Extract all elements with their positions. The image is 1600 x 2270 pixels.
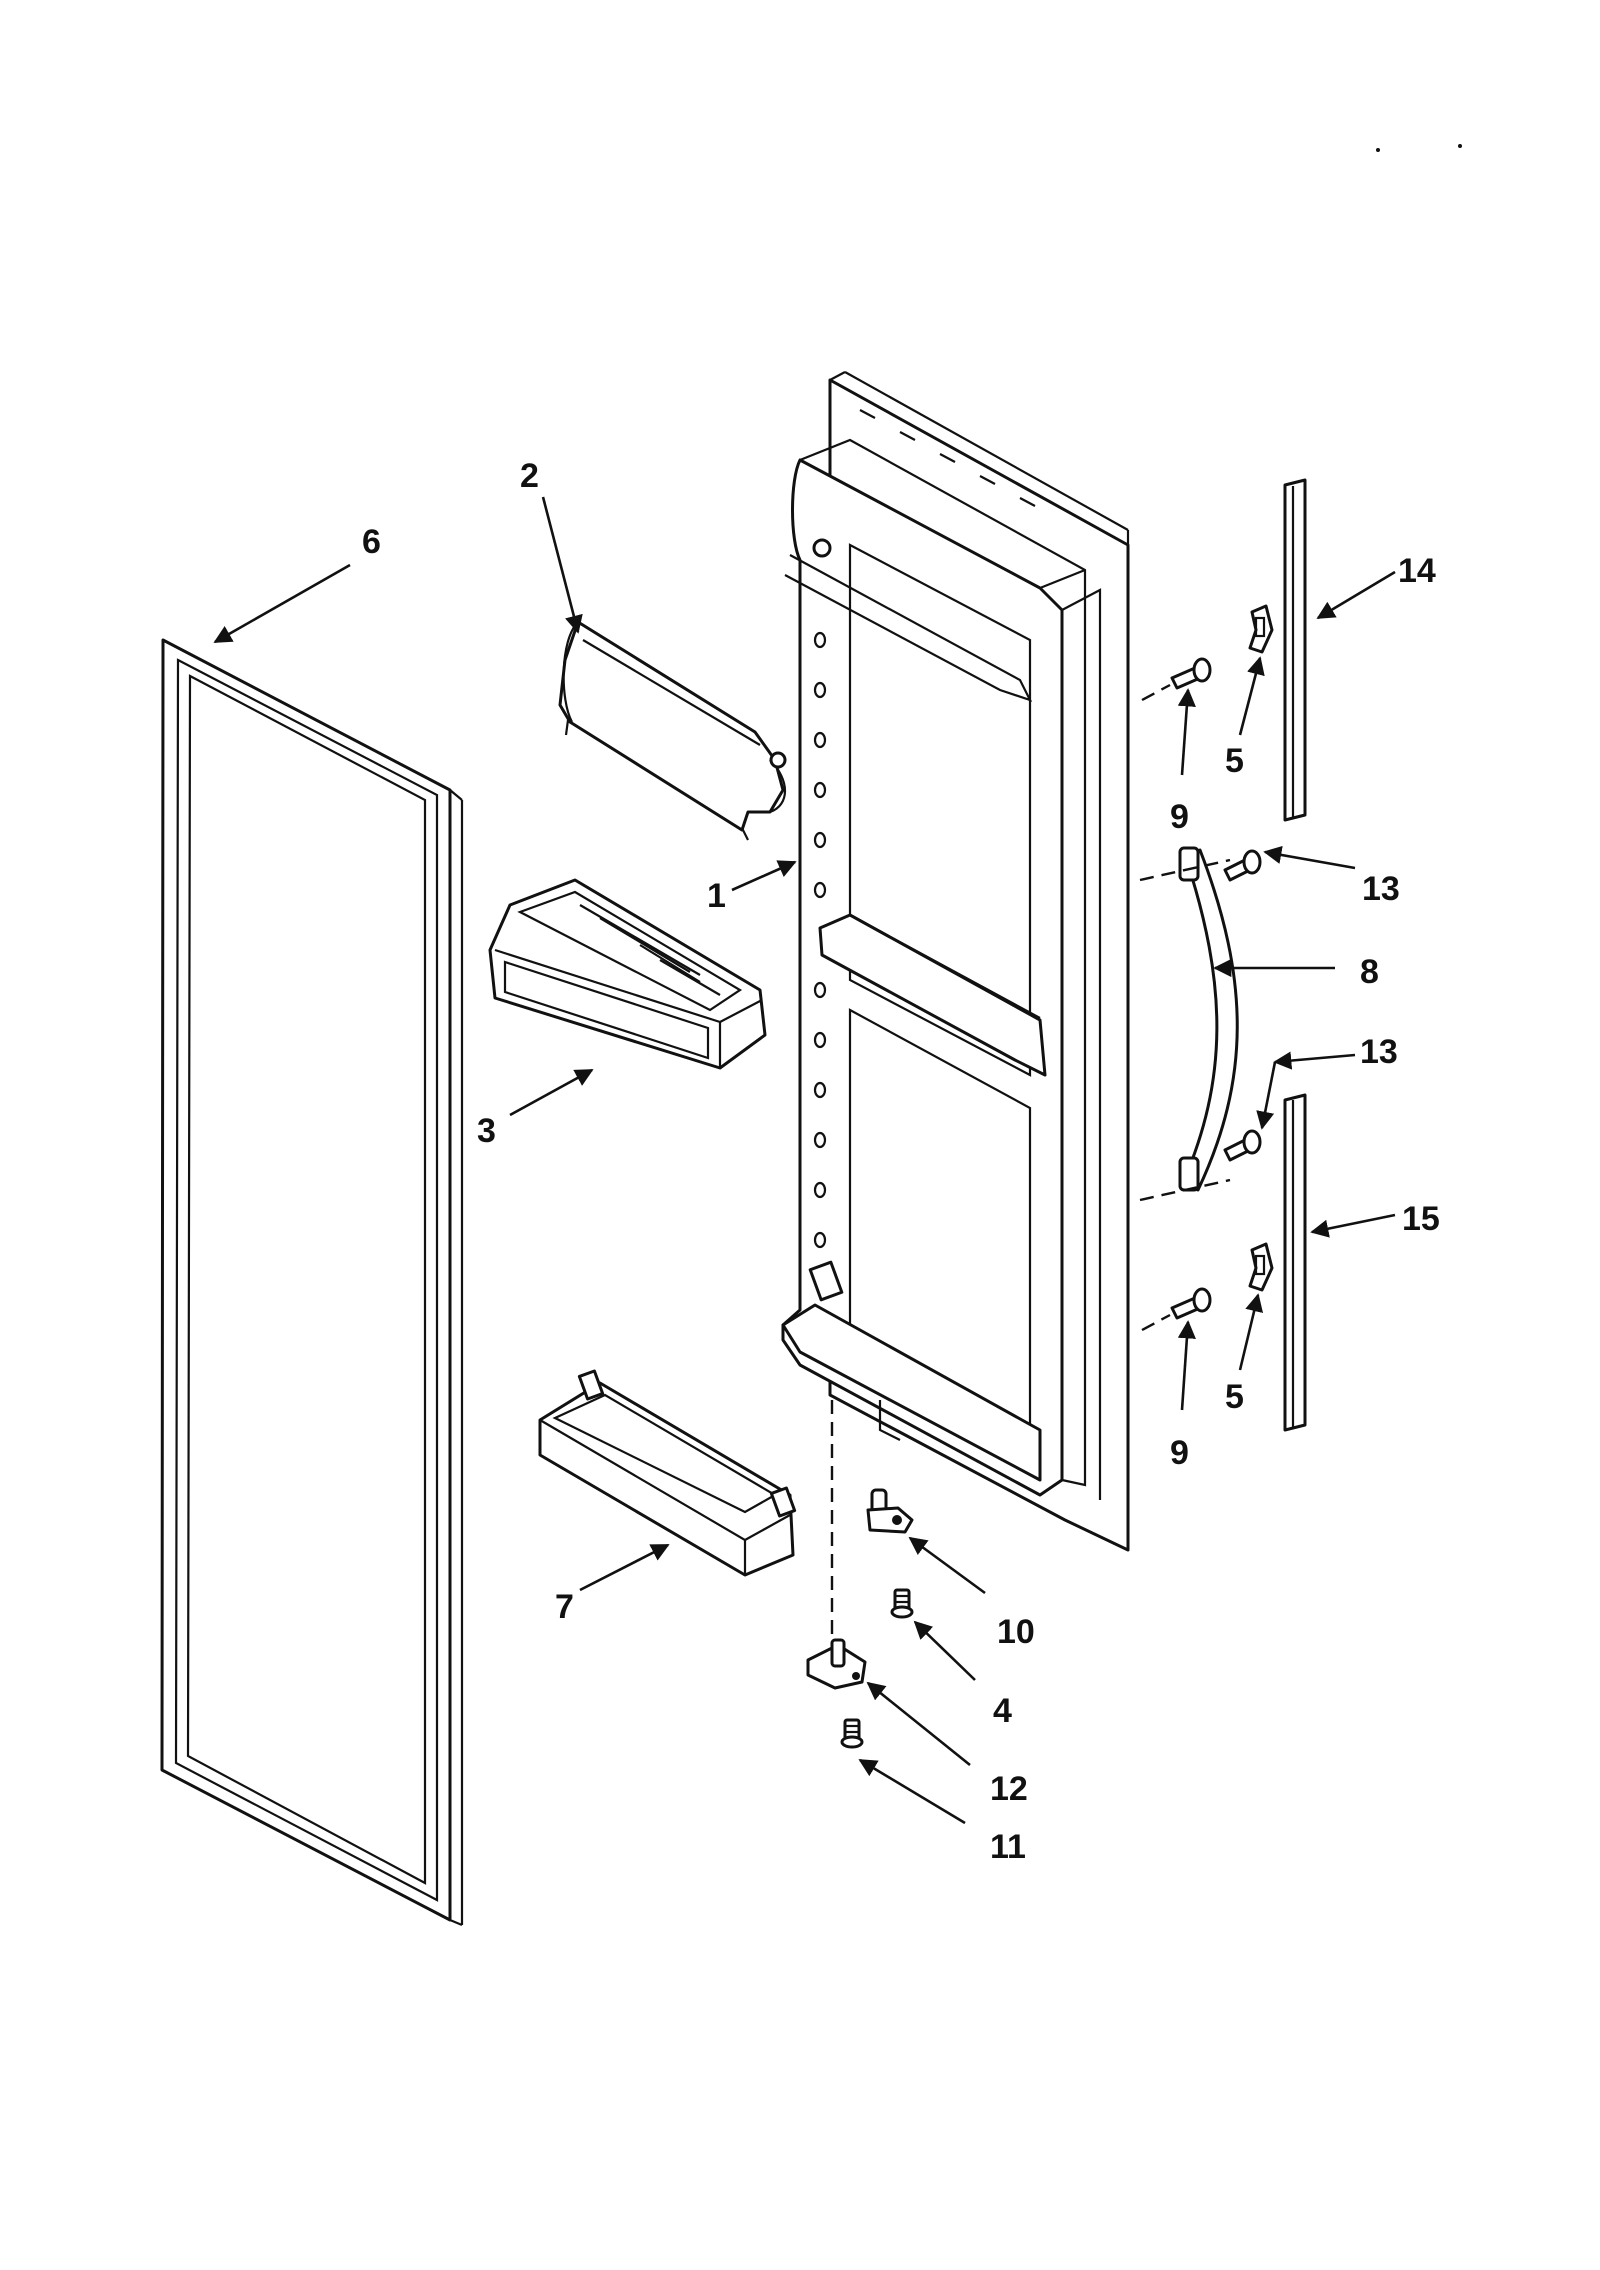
callout-5-upper: 5 (1225, 742, 1244, 780)
leader-4 (913, 1620, 976, 1681)
callout-11: 11 (990, 1828, 1026, 1866)
leader-12 (866, 1681, 971, 1767)
leader-7 (579, 1543, 670, 1592)
scan-dot (1458, 144, 1462, 148)
callout-5-lower: 5 (1225, 1378, 1244, 1416)
upper-trim-strip-part (1283, 478, 1307, 822)
leader-9a (1177, 688, 1196, 776)
handle-axis-line (1139, 1178, 1231, 1202)
leader-5a (1238, 656, 1265, 736)
handle-screw-lower (1223, 1129, 1262, 1162)
leader-3 (509, 1068, 594, 1117)
door-bin-part (488, 878, 767, 1070)
callout-9-upper: 9 (1170, 798, 1189, 836)
callout-13-upper: 13 (1362, 870, 1400, 908)
leader-6 (213, 563, 351, 644)
shelf-adjustment-holes (813, 631, 827, 1249)
handle-screw-upper (1223, 849, 1262, 882)
callout-8: 8 (1360, 953, 1379, 991)
callout-15: 15 (1402, 1200, 1440, 1238)
scan-dot (1376, 148, 1380, 152)
callout-10: 10 (997, 1613, 1035, 1651)
door-handle-part (1178, 846, 1239, 1192)
bottom-hinge-part (806, 1638, 867, 1690)
lower-door-shelf-part (538, 1369, 797, 1577)
callout-9-lower: 9 (1170, 1434, 1189, 1472)
leader-13b-2 (1256, 1061, 1277, 1130)
trim-clip-upper (1248, 604, 1274, 654)
leader-9b (1177, 1320, 1196, 1411)
callout-7: 7 (555, 1588, 574, 1626)
leader-15 (1310, 1213, 1396, 1238)
lower-trim-strip-part (1283, 1093, 1307, 1432)
trim-screw-upper (1170, 657, 1212, 690)
screw-part-11 (840, 1718, 864, 1749)
callout-2: 2 (520, 457, 539, 495)
callout-12: 12 (990, 1770, 1028, 1808)
leader-5b (1238, 1293, 1264, 1371)
callout-4: 4 (993, 1692, 1012, 1730)
handle-axis-line (1139, 858, 1231, 882)
door-assembly-part (781, 371, 1130, 1552)
door-gasket-part (160, 638, 464, 1927)
dairy-compartment-part (558, 620, 787, 841)
leader-1 (731, 860, 797, 892)
trim-clip-lower (1248, 1242, 1274, 1292)
screw-axis-line (1141, 683, 1171, 702)
leader-10 (908, 1536, 986, 1595)
callout-14: 14 (1398, 552, 1436, 590)
callout-3: 3 (477, 1112, 496, 1150)
leader-13b (1273, 1051, 1356, 1070)
callout-6: 6 (362, 523, 381, 561)
callout-1: 1 (707, 877, 726, 915)
screw-part-4 (890, 1588, 914, 1619)
callout-13-lower: 13 (1360, 1033, 1398, 1071)
leader-11 (858, 1758, 966, 1825)
leader-14 (1316, 570, 1396, 620)
leader-13a (1263, 845, 1356, 870)
trim-screw-lower (1170, 1287, 1212, 1320)
leader-2 (541, 496, 583, 634)
screw-axis-line (1141, 1313, 1171, 1332)
hinge-pin-part (866, 1488, 914, 1534)
